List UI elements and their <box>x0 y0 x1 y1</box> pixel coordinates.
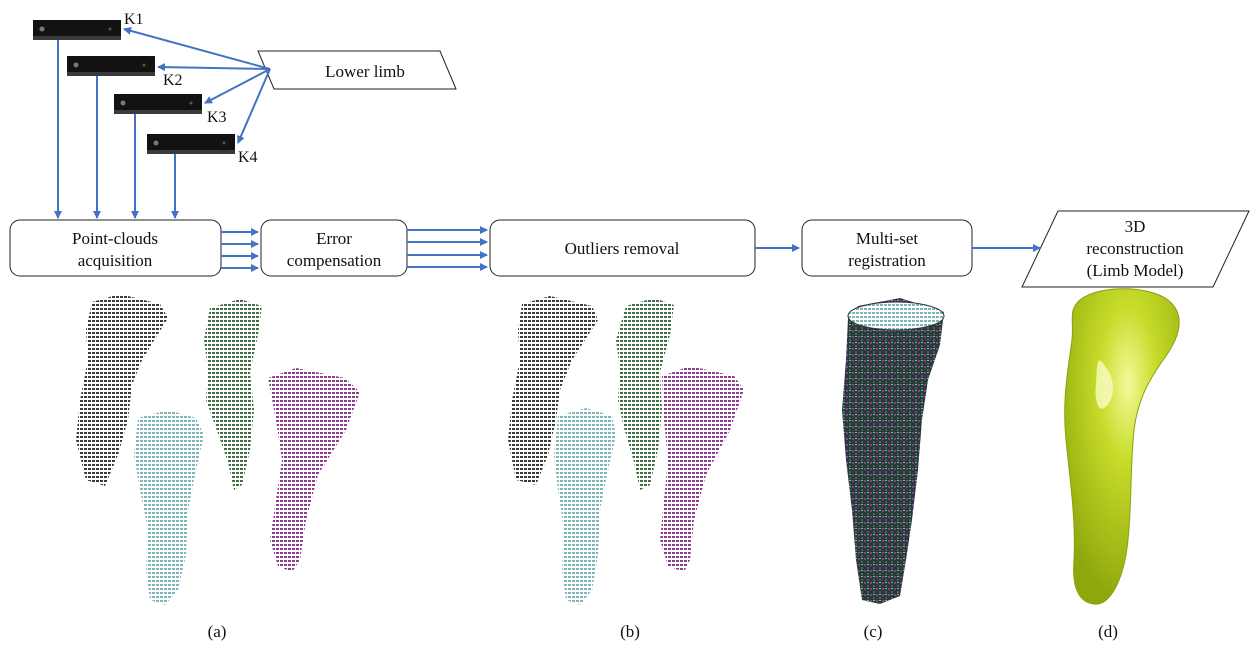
step-error-compensation: Error compensation <box>260 219 408 277</box>
sensor-label-k4: K4 <box>238 149 258 166</box>
step-error-line1: Error <box>316 229 352 248</box>
registered-point-cloud <box>842 298 945 604</box>
output-line2: reconstruction <box>1086 239 1184 258</box>
output-line3: (Limb Model) <box>1087 261 1184 280</box>
step-error-line2: compensation <box>287 251 382 270</box>
step-acquisition-line2: acquisition <box>78 251 153 270</box>
point-clouds-filtered <box>508 296 744 605</box>
sensor-lens-icon <box>120 100 126 106</box>
sensor-k3: K3 <box>114 94 227 126</box>
step-outliers-line1: Outliers removal <box>565 239 680 258</box>
point-cloud-cyan-filtered <box>554 408 616 605</box>
limb-model-surface <box>1064 288 1180 605</box>
output-3d-reconstruction: 3D reconstruction (Limb Model) <box>1021 210 1250 288</box>
arrow-limb-k3 <box>204 68 271 104</box>
limb-model-highlight <box>1095 360 1114 409</box>
step-point-cloud-acquisition: Point-clouds acquisition <box>9 219 222 277</box>
arrow-limb-k1 <box>123 26 271 70</box>
point-cloud-purple <box>268 368 360 572</box>
sensor-lens-icon <box>153 140 159 146</box>
arrow-limb-k4 <box>237 68 271 144</box>
step-acquisition-line1: Point-clouds <box>72 229 158 248</box>
sensor-lens-icon <box>39 26 45 32</box>
sensor-label-k2: K2 <box>163 72 183 89</box>
connector-arrows <box>221 226 1041 272</box>
caption-a: (a) <box>208 622 227 641</box>
caption-b: (b) <box>620 622 640 641</box>
sensor-lens-icon <box>73 62 79 68</box>
limb-model <box>1064 288 1180 605</box>
sensor-k2: K2 <box>67 56 183 89</box>
output-line1: 3D <box>1125 217 1146 236</box>
caption-d: (d) <box>1098 622 1118 641</box>
step-multi-set-registration: Multi-set registration <box>801 219 973 277</box>
point-cloud-gray-filtered <box>508 296 598 485</box>
sensor-label-k3: K3 <box>207 109 227 126</box>
step-registration-line2: registration <box>848 251 926 270</box>
caption-c: (c) <box>864 622 883 641</box>
sensor-k4: K4 <box>147 134 258 166</box>
input-lower-limb: Lower limb <box>257 50 457 90</box>
point-cloud-gray <box>76 294 168 486</box>
point-cloud-green <box>204 299 262 490</box>
sensor-label-k1: K1 <box>124 11 144 28</box>
limb-to-sensor-arrows <box>123 26 271 144</box>
registered-cloud-opening <box>847 301 945 331</box>
registered-cloud-body <box>842 298 944 604</box>
point-clouds-raw <box>76 294 360 605</box>
sensor-k1: K1 <box>33 11 144 40</box>
step-outliers-removal: Outliers removal <box>489 219 756 277</box>
point-cloud-purple-filtered <box>660 366 744 572</box>
point-cloud-green-filtered <box>616 298 674 490</box>
arrow-limb-k2 <box>157 63 271 72</box>
point-cloud-cyan <box>134 410 204 605</box>
sensor-to-acquisition-arrows <box>54 40 179 219</box>
input-lower-limb-label: Lower limb <box>325 62 405 81</box>
step-registration-line1: Multi-set <box>856 229 919 248</box>
